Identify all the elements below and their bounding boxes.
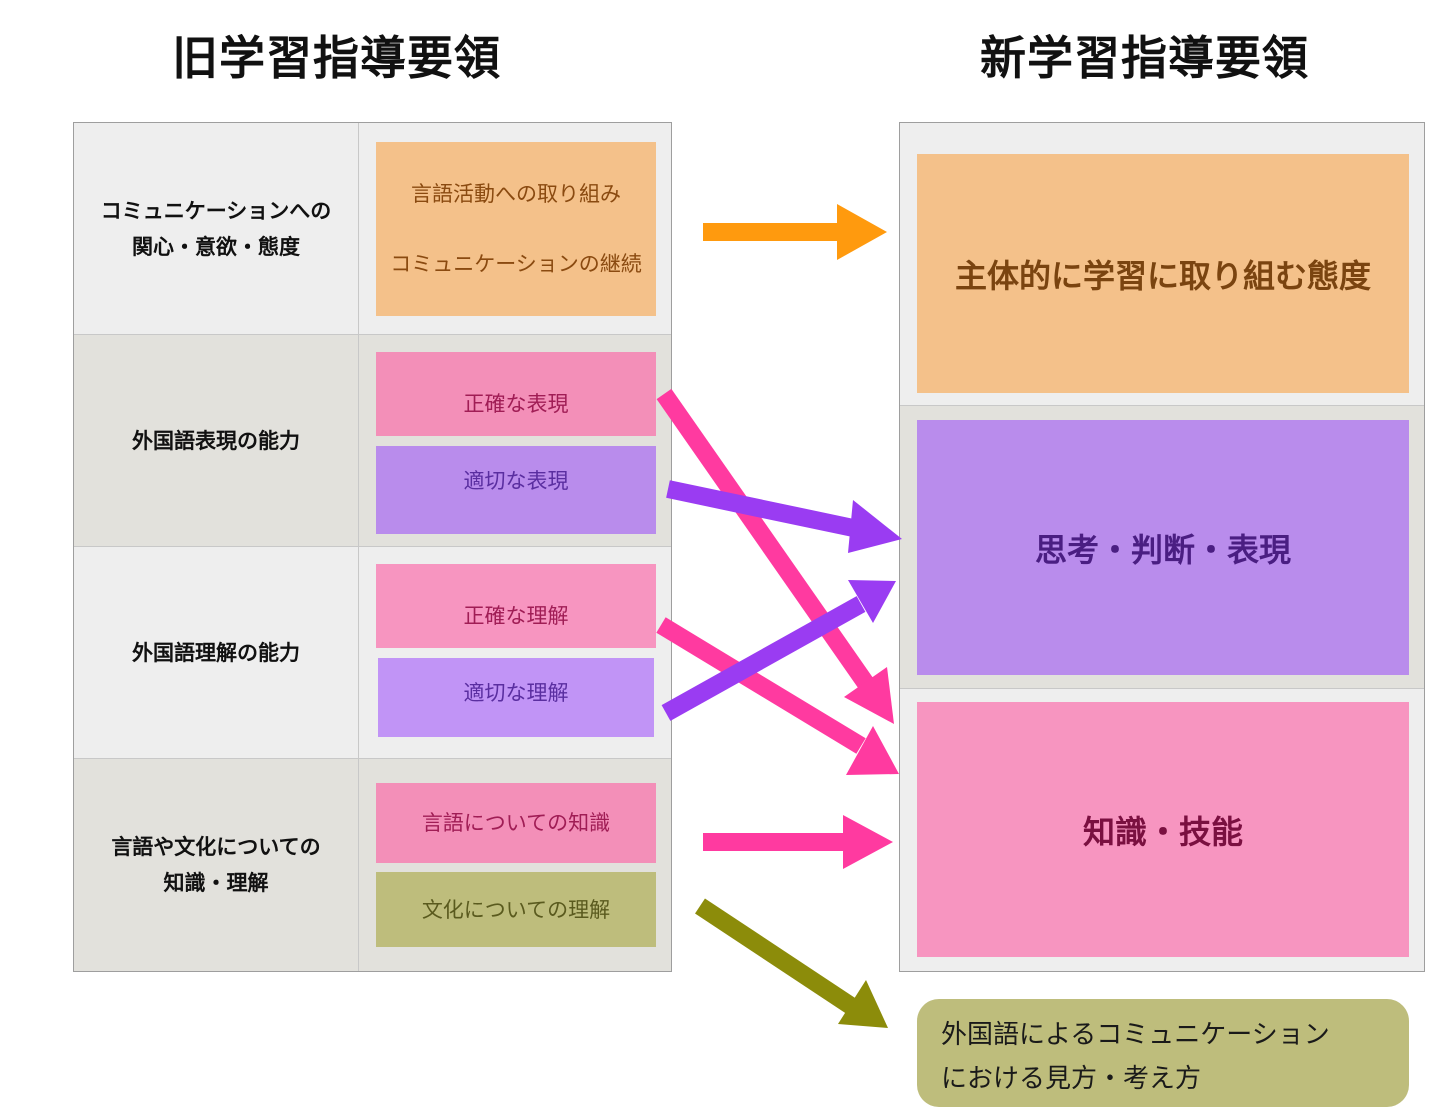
item-appropriate-comprehension: 適切な理解: [378, 658, 654, 737]
old-guideline-title: 旧学習指導要領: [172, 31, 501, 85]
item-accurate-comprehension: 正確な理解: [376, 564, 656, 648]
perspective-note-line2: における見方・考え方: [941, 1064, 1202, 1094]
purple-appropriate-expression-arrow-icon: [666, 480, 902, 553]
olive-culture-arrow-icon: [695, 898, 888, 1028]
item-language-activity-continuation: 言語活動への取り組み コミュニケーションの継続: [376, 142, 656, 316]
pink-language-knowledge-arrow-icon: [703, 815, 893, 869]
old-row-comprehension: 外国語理解の能力 正確な理解 適切な理解: [74, 547, 671, 759]
category-comprehension-ability: 外国語理解の能力: [74, 547, 359, 758]
new-row-thinking: 思考・判断・表現: [900, 406, 1424, 689]
pink-accurate-comprehension-arrow-icon: [656, 617, 899, 775]
pink-accurate-expression-arrow-icon: [656, 388, 894, 724]
old-row-interest: コミュニケーションへの 関心・意欲・態度 言語活動への取り組み コミュニケーショ…: [74, 123, 671, 335]
new-attitude-box: 主体的に学習に取り組む態度: [917, 154, 1409, 393]
perspective-note-line1: 外国語によるコミュニケーション: [941, 1020, 1330, 1050]
old-guideline-table: コミュニケーションへの 関心・意欲・態度 言語活動への取り組み コミュニケーショ…: [73, 122, 672, 972]
new-guideline-table: 主体的に学習に取り組む態度 思考・判断・表現 知識・技能: [899, 122, 1425, 972]
category-language-culture-knowledge: 言語や文化についての 知識・理解: [74, 759, 359, 971]
item-culture-understanding: 文化についての理解: [376, 872, 656, 947]
item-language-knowledge: 言語についての知識: [376, 783, 656, 863]
new-guideline-title: 新学習指導要領: [980, 31, 1309, 85]
category-interest-attitude: コミュニケーションへの 関心・意欲・態度: [74, 123, 359, 334]
orange-right-arrow-icon: [703, 204, 887, 260]
old-row-knowledge: 言語や文化についての 知識・理解 言語についての知識 文化についての理解: [74, 759, 671, 971]
new-row-knowledge: 知識・技能: [900, 689, 1424, 971]
new-thinking-box: 思考・判断・表現: [917, 420, 1409, 675]
category-expression-ability: 外国語表現の能力: [74, 335, 359, 546]
item-accurate-expression: 正確な表現: [376, 352, 656, 436]
item-appropriate-expression: 適切な表現: [376, 446, 656, 534]
purple-appropriate-comprehension-arrow-icon: [661, 580, 896, 721]
new-knowledge-box: 知識・技能: [917, 702, 1409, 957]
perspective-note: 外国語によるコミュニケーション における見方・考え方: [917, 999, 1409, 1107]
new-row-attitude: 主体的に学習に取り組む態度: [900, 123, 1424, 406]
old-row-expression: 外国語表現の能力 正確な表現 適切な表現: [74, 335, 671, 547]
